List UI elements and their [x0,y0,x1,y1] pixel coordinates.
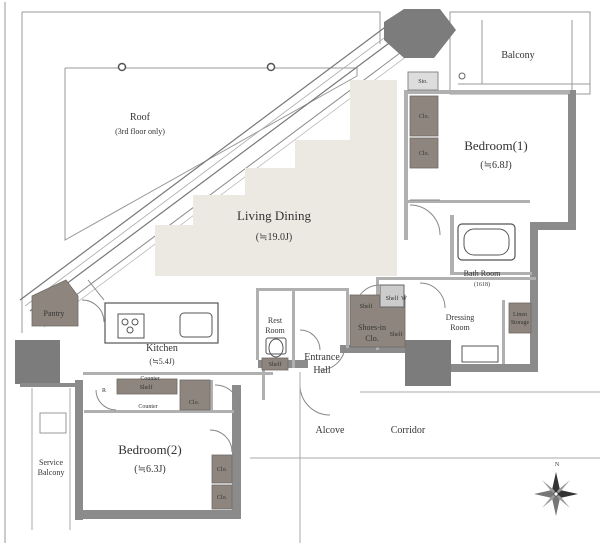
clo-box-bedroom2-a [211,454,233,484]
linen-line1: Linen [513,312,527,318]
dressing-line1: Dressing [446,313,474,322]
roof-vent-right [266,62,276,72]
counter-label-bottom: Counter [138,404,157,410]
diagonal-facade [19,21,408,328]
compass-north-label: N [555,462,560,468]
restroom-line2: Room [265,326,285,335]
column-center [405,340,451,386]
shelf-label-shoes-right: Shelf [390,331,403,338]
roof-outline [4,2,381,543]
clo-box-bedroom2-b [211,484,233,510]
w-label: W [401,296,407,302]
service-balcony-line2: Balcony [38,468,65,477]
living-name: Living Dining [237,208,312,223]
shelf-label-restroom: Shelf [269,361,282,368]
pantry-block [31,279,79,327]
exterior-walls [20,90,576,520]
corridor-label: Corridor [391,425,426,436]
bedroom1-size: (≒6.8J) [480,160,511,171]
sto-box [407,71,439,91]
clo-box-bedroom1-a [409,95,439,137]
pantry-label: Pantry [44,309,65,318]
clo-label-bedroom1-b: Clo. [419,151,430,157]
dressing-line2: Room [450,323,470,332]
linen-line2: Storage [511,320,530,326]
clo-label-kitchen: Clo. [189,400,200,406]
alcove-label: Alcove [316,425,345,436]
bathroom-name: Bath Room [464,269,501,278]
shelf-label-entrance: Shelf [386,295,399,302]
shelf-label-shoes: Shelf [360,303,373,310]
corridor-lines [250,372,600,543]
dressing-sink [461,345,499,363]
service-balcony [31,388,71,530]
clo-box-bedroom1-b [409,137,439,169]
bathroom-size: (1618) [474,281,490,288]
clo-label-bedroom1-a: Clo. [419,114,430,120]
entrance-line1: Entrance [304,352,340,363]
clo-box-kitchen [179,379,211,411]
shoes-line2: Clo. [365,334,379,343]
column-left [15,340,60,384]
linen-storage-box [508,302,532,334]
restroom-line1: Rest [268,316,283,325]
shoes-line1: Shoes-in [358,323,386,332]
shelf-box-restroom [261,357,289,371]
kitchen-name: Kitchen [146,343,178,354]
living-size: (≒19.0J) [256,232,292,243]
counter-label-top: Counter [140,376,159,382]
roof-vent-left [117,62,127,72]
shelf-label-kitchen: Shelf [140,384,153,391]
clo-label-bedroom2-b: Clo. [217,495,228,501]
service-balcony-line1: Service [39,458,63,467]
living-floor-area [155,80,397,276]
sto-label: Sto. [418,79,428,85]
column-top [384,9,456,58]
shelf-box-entrance [379,284,405,308]
shelf-box-kitchen [116,378,178,395]
bedroom2-size: (≒6.3J) [134,464,165,475]
clo-label-bedroom2-a: Clo. [217,467,228,473]
toilet [265,337,287,358]
bedroom2-name: Bedroom(2) [118,442,182,457]
roof-title: Roof [130,112,151,123]
compass-rose [534,472,578,516]
r-label: R [102,388,106,394]
bathtub [457,223,516,261]
kitchen-island [104,302,219,344]
balcony-label: Balcony [501,50,534,61]
kitchen-size: (≒5.4J) [149,357,174,366]
entrance-line2: Hall [313,365,330,376]
roof-note: (3rd floor only) [115,127,165,136]
bedroom1-name: Bedroom(1) [464,138,528,153]
